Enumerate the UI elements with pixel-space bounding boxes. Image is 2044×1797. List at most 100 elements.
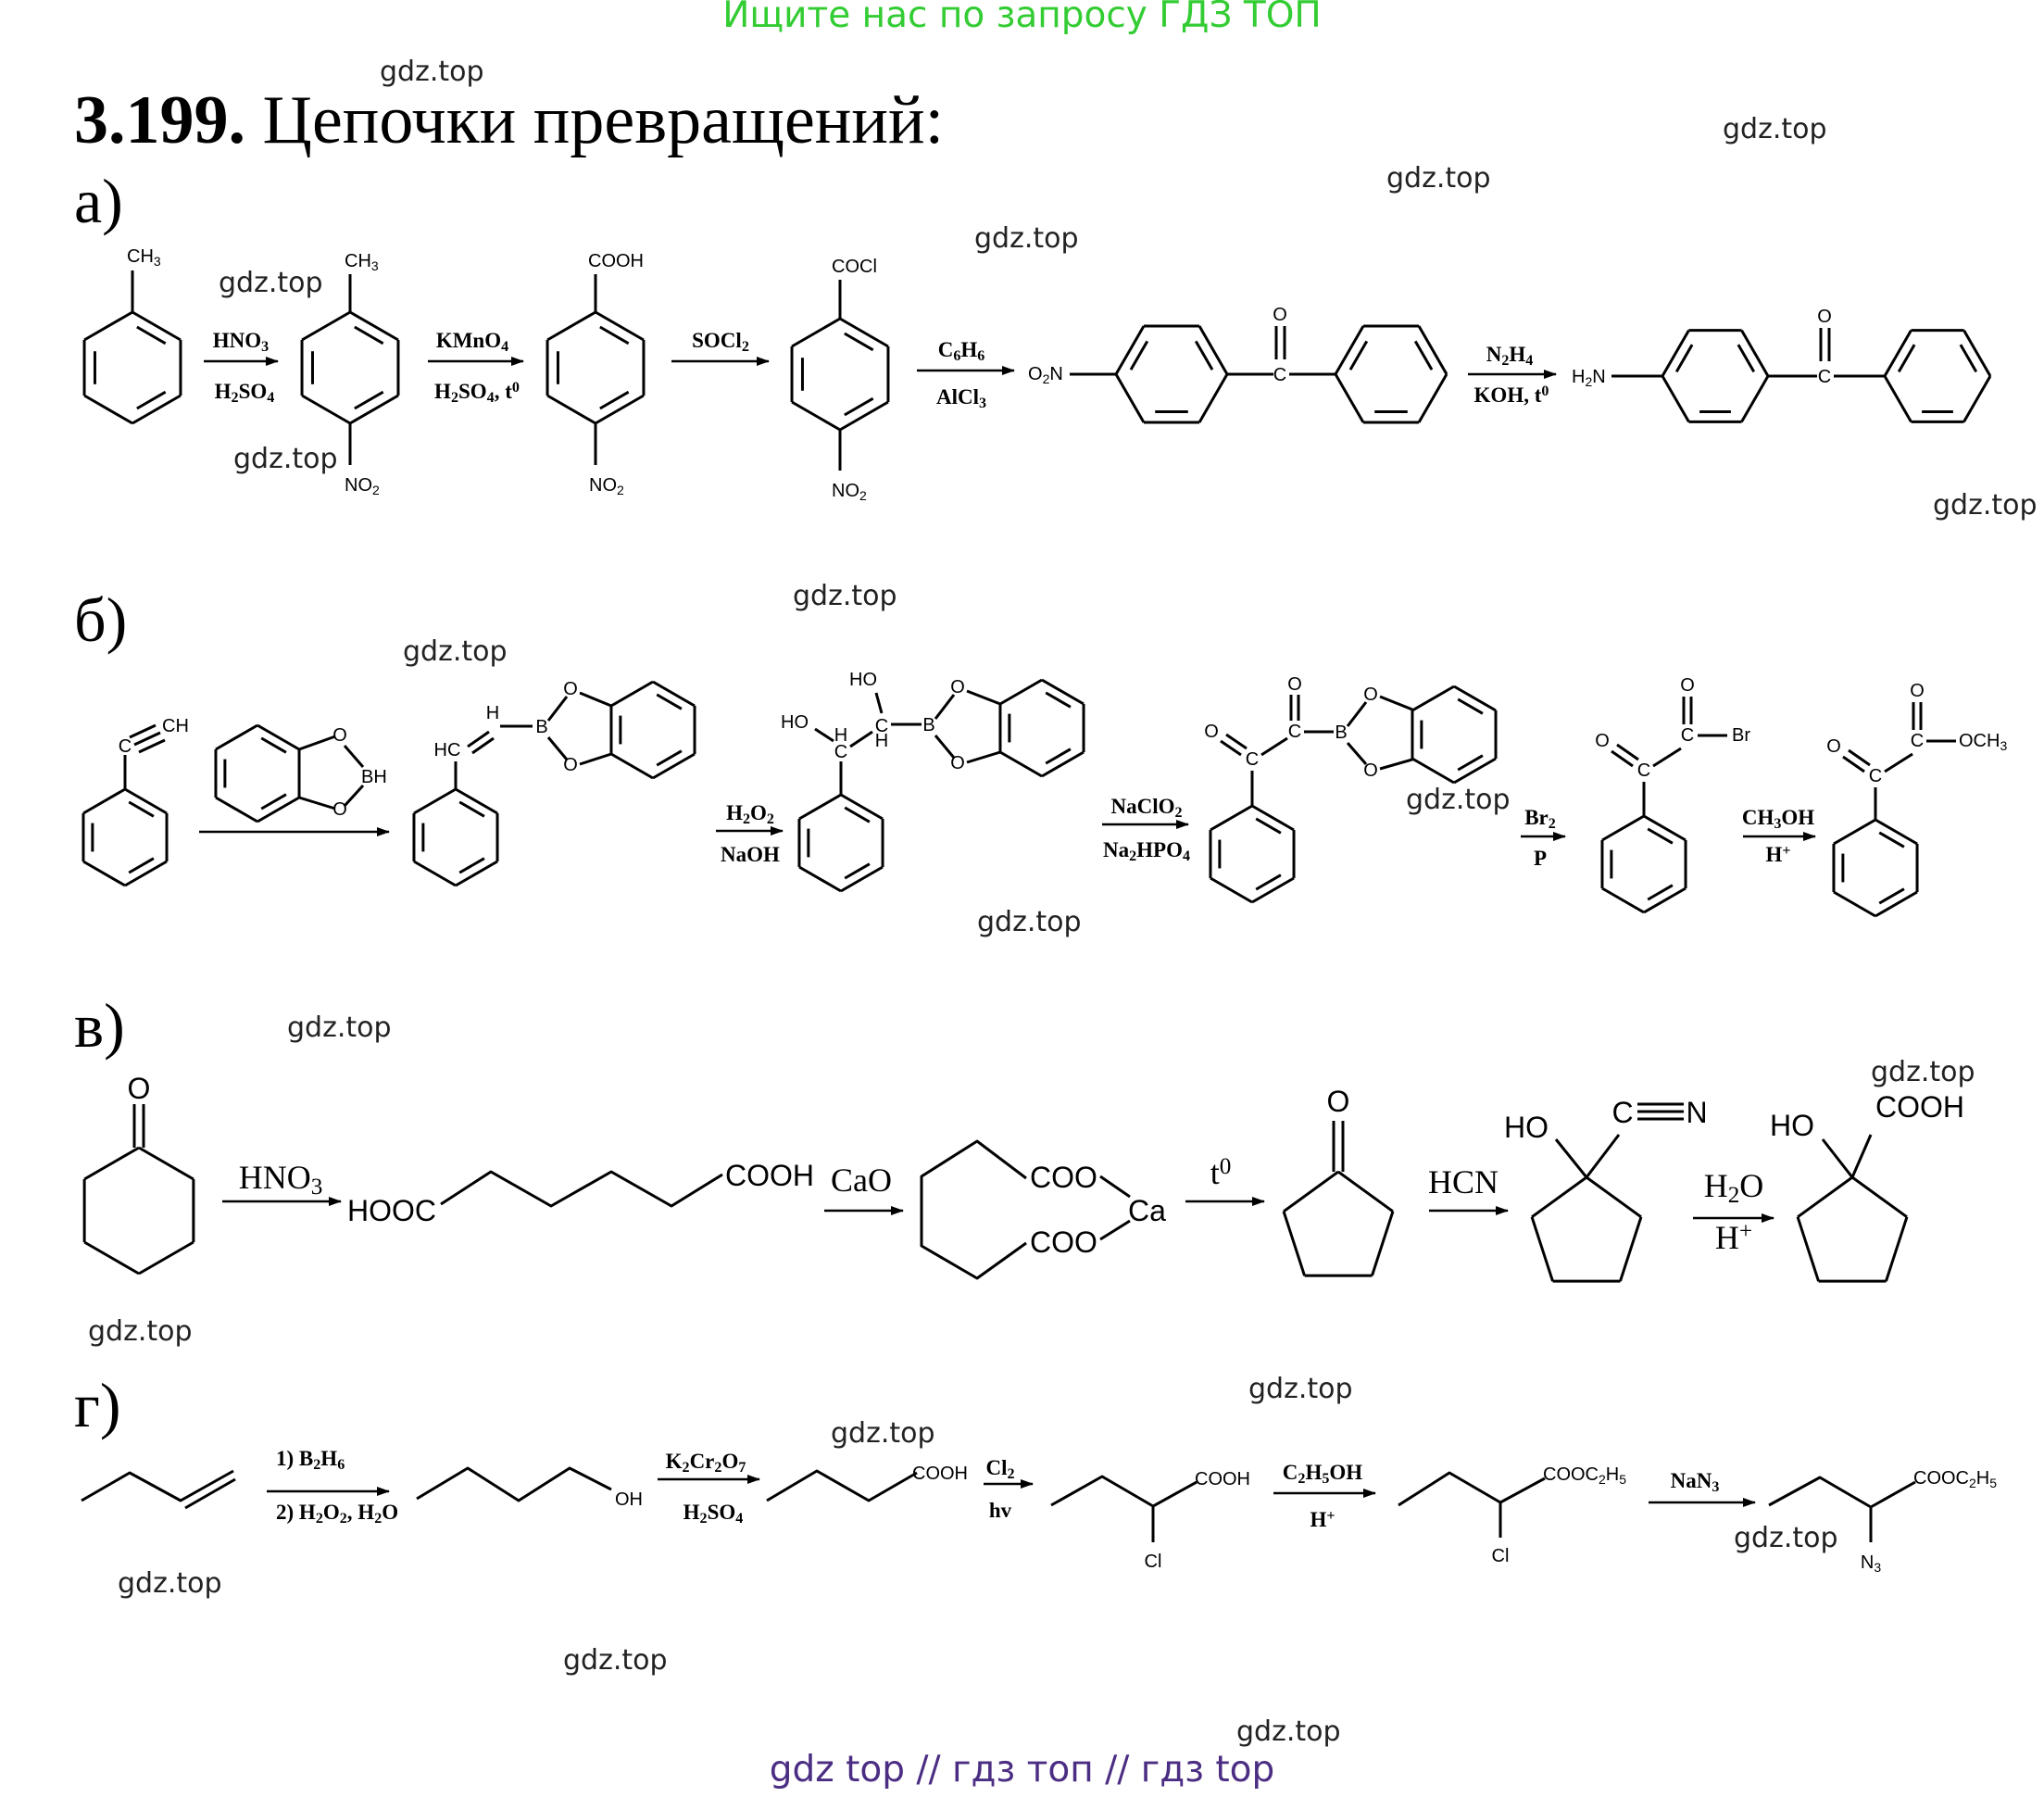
reagent-label: CH3OH [1742, 806, 1814, 832]
butanol-chain [416, 1466, 612, 1502]
benzene-ring [260, 793, 287, 811]
reagent-label: Br2 [1524, 806, 1556, 832]
boronate-oxygen: O [1363, 760, 1378, 781]
carboxyl-label: COOH [1195, 1469, 1250, 1489]
methyl-label: CH3 [345, 251, 379, 273]
carboxylate-label: COO [1030, 1161, 1097, 1194]
cyclohexanone-ring [138, 1240, 194, 1275]
reagent-label: NaOH [721, 843, 780, 866]
watermark: gdz.top [403, 635, 508, 668]
benzene-ring [1453, 757, 1497, 785]
benzene-ring [652, 752, 696, 780]
carboxylate-label: COO [1030, 1225, 1097, 1259]
search-banner[interactable]: Ищите нас по запросу ГДЗ ТОП [722, 0, 1322, 36]
benzene-ring [1210, 876, 1253, 904]
carbonyl-carbon: C [1246, 749, 1259, 770]
benzene-ring [798, 793, 842, 821]
benzene-ring [798, 865, 842, 893]
carbonyl-carbon: C [1911, 731, 1924, 751]
watermark: gdz.top [1248, 1373, 1353, 1405]
bond [1346, 742, 1368, 765]
bond [129, 723, 157, 739]
hydroxyl-label: HO [781, 712, 809, 733]
benzene-ring [1875, 890, 1918, 918]
cyclohexanone-ring [138, 1146, 194, 1181]
azide-label: N3 [1861, 1552, 1881, 1575]
reagent-label: C6H6 [938, 338, 985, 364]
watermark: gdz.top [563, 1644, 668, 1677]
bond [298, 735, 336, 751]
boron-label: B [535, 717, 547, 737]
bond [133, 731, 161, 747]
bond [1821, 1138, 1854, 1178]
footer-banner[interactable]: gdz top // гдз топ // гдз top [769, 1749, 1275, 1791]
watermark: gdz.top [118, 1567, 222, 1600]
benzene-ring [1411, 685, 1455, 712]
benzene-ring [124, 860, 168, 887]
butene-chain [81, 1469, 234, 1502]
reagent-label: KMnO4 [436, 329, 508, 355]
carbonyl-oxygen: O [1204, 722, 1219, 742]
benzene-ring [1737, 344, 1756, 373]
benzene-ring [413, 787, 457, 815]
benzene-ring [1210, 804, 1253, 832]
bond [1842, 755, 1865, 773]
benzene-ring [1601, 886, 1645, 914]
carbonyl-carbon: C [1681, 725, 1694, 746]
benzene-ring [1661, 329, 1690, 377]
benzene-ring [1740, 329, 1770, 377]
watermark: gdz.top [1871, 1056, 1975, 1088]
carbonyl-carbon: C [1288, 722, 1301, 742]
chloroester-chain [1398, 1471, 1546, 1507]
nitro-label: NO2 [345, 475, 380, 497]
benzene-ring [1041, 678, 1085, 706]
hydroxyl-label: HO [849, 670, 877, 690]
benzene-ring [455, 860, 498, 887]
benzene-ring [458, 857, 485, 874]
reagent-label: KOH, t0 [1474, 383, 1549, 407]
watermark: gdz.top [88, 1315, 193, 1348]
bond [1850, 1134, 1873, 1178]
benzene-ring [1194, 340, 1214, 371]
benzene-ring [610, 680, 654, 708]
boronate-oxygen: O [950, 677, 965, 697]
watermark: gdz.top [977, 906, 1082, 938]
watermark: gdz.top [831, 1417, 935, 1450]
carbonyl-oxygen: O [1595, 731, 1610, 751]
carbonyl-oxygen: O [1817, 307, 1832, 327]
benzene-ring [455, 787, 498, 815]
bond [546, 696, 569, 722]
bond [343, 745, 365, 768]
benzene-ring [840, 793, 884, 821]
cyclopentane-ring [1797, 1175, 1853, 1219]
carboxyl-label: COOH [1875, 1090, 1964, 1124]
benzene-ring [458, 800, 485, 818]
benzene-ring [83, 394, 133, 425]
benzene-ring [599, 325, 630, 346]
benzene-ring [652, 680, 696, 708]
boron-label: B [1335, 723, 1347, 743]
bond [1611, 749, 1634, 768]
reagent-label: NaClO2 [1110, 795, 1182, 821]
chlorobutanoic-chain [1050, 1475, 1198, 1508]
hydroxyl-label: OH [615, 1489, 643, 1510]
nitro-label: NO2 [832, 481, 867, 503]
bond [849, 730, 873, 748]
benzene-ring [840, 865, 884, 893]
cyclopentanone-ring [1371, 1211, 1395, 1276]
carbinol-carbon: C [834, 742, 847, 762]
reagent-label: H2O2 [726, 801, 774, 827]
watermark: gdz.top [233, 443, 338, 475]
benzene-ring [1878, 831, 1905, 848]
cyclopentanone-ring [1282, 1211, 1306, 1276]
benzene-ring [1740, 375, 1770, 423]
benzene-ring [844, 806, 871, 823]
benzene-ring [1411, 757, 1455, 785]
methyl-label: CH3 [127, 246, 161, 269]
cyclopentane-ring [1586, 1175, 1642, 1219]
benzene-ring [1251, 804, 1295, 832]
benzene-ring [124, 787, 168, 815]
carboxyl-label: COOH [725, 1159, 814, 1192]
benzene-ring [1114, 325, 1146, 375]
benzene-ring [83, 310, 133, 342]
